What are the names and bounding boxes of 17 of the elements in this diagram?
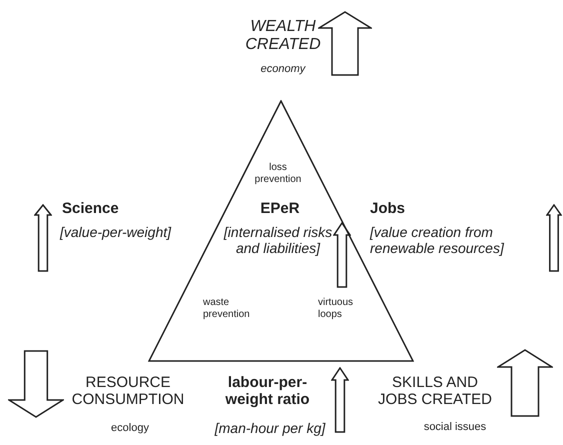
heading-text: SKILLS AND JOBS CREATED <box>377 374 493 408</box>
description-text: [internalised risks and liabilities] <box>222 224 334 256</box>
subheading-text: economy <box>260 63 307 76</box>
label-text: waste prevention <box>203 297 251 320</box>
heading-text: RESOURCE CONSUMPTION <box>70 374 186 408</box>
heading-text: labour-per-weight ratio <box>224 374 311 408</box>
label-text: loss prevention <box>254 162 302 185</box>
subheading-text: ecology <box>110 422 150 435</box>
label-text: virtuous loops <box>318 297 354 320</box>
description-text: [value-per-weight] <box>60 224 172 240</box>
subheading-text: social issues <box>422 421 488 434</box>
description-text: [value creation from renewable resources] <box>370 224 506 256</box>
heading-text: WEALTH CREATED <box>244 18 322 55</box>
description-text: [man-hour per kg] <box>214 420 326 436</box>
heading-text: EPeR <box>259 200 301 218</box>
heading-text: Jobs <box>370 200 406 218</box>
heading-text: Science <box>62 200 120 218</box>
